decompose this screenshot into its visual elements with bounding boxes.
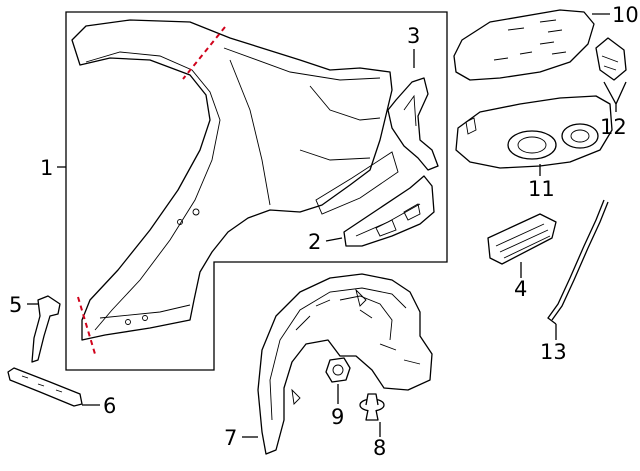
- cut-line-upper: [182, 26, 226, 80]
- leader-lines: [27, 13, 627, 438]
- callout-7: 7: [224, 426, 237, 450]
- wheel-liner-part: [257, 273, 433, 455]
- callout-5: 5: [9, 293, 22, 317]
- callout-6: 6: [103, 394, 116, 418]
- clip-part: [595, 37, 627, 81]
- callout-4: 4: [514, 277, 527, 301]
- callout-12: 12: [600, 115, 627, 139]
- pressure-vent-part: [487, 213, 557, 265]
- trim-strip-part: [7, 367, 83, 407]
- quarter-panel-group-box: [65, 11, 448, 371]
- bumper-bracket-part: [31, 295, 61, 363]
- push-clip-part: [359, 393, 385, 421]
- callout-11: 11: [528, 177, 555, 201]
- fuel-door-panel-part: [453, 9, 595, 81]
- callout-2: 2: [308, 230, 321, 254]
- callout-1: 1: [40, 156, 53, 180]
- seal-strip-part: [547, 199, 609, 325]
- extension-panel-part: [343, 175, 435, 247]
- nut-part: [325, 357, 351, 383]
- callout-9: 9: [331, 405, 344, 429]
- cut-line-lower: [77, 296, 96, 355]
- quarter-panel-part: [71, 19, 399, 341]
- callout-10: 10: [612, 3, 639, 27]
- bracket-part: [387, 77, 439, 171]
- callout-3: 3: [407, 24, 420, 48]
- fuel-door-housing-part: [455, 95, 613, 169]
- callout-8: 8: [373, 436, 386, 460]
- callout-13: 13: [540, 340, 567, 364]
